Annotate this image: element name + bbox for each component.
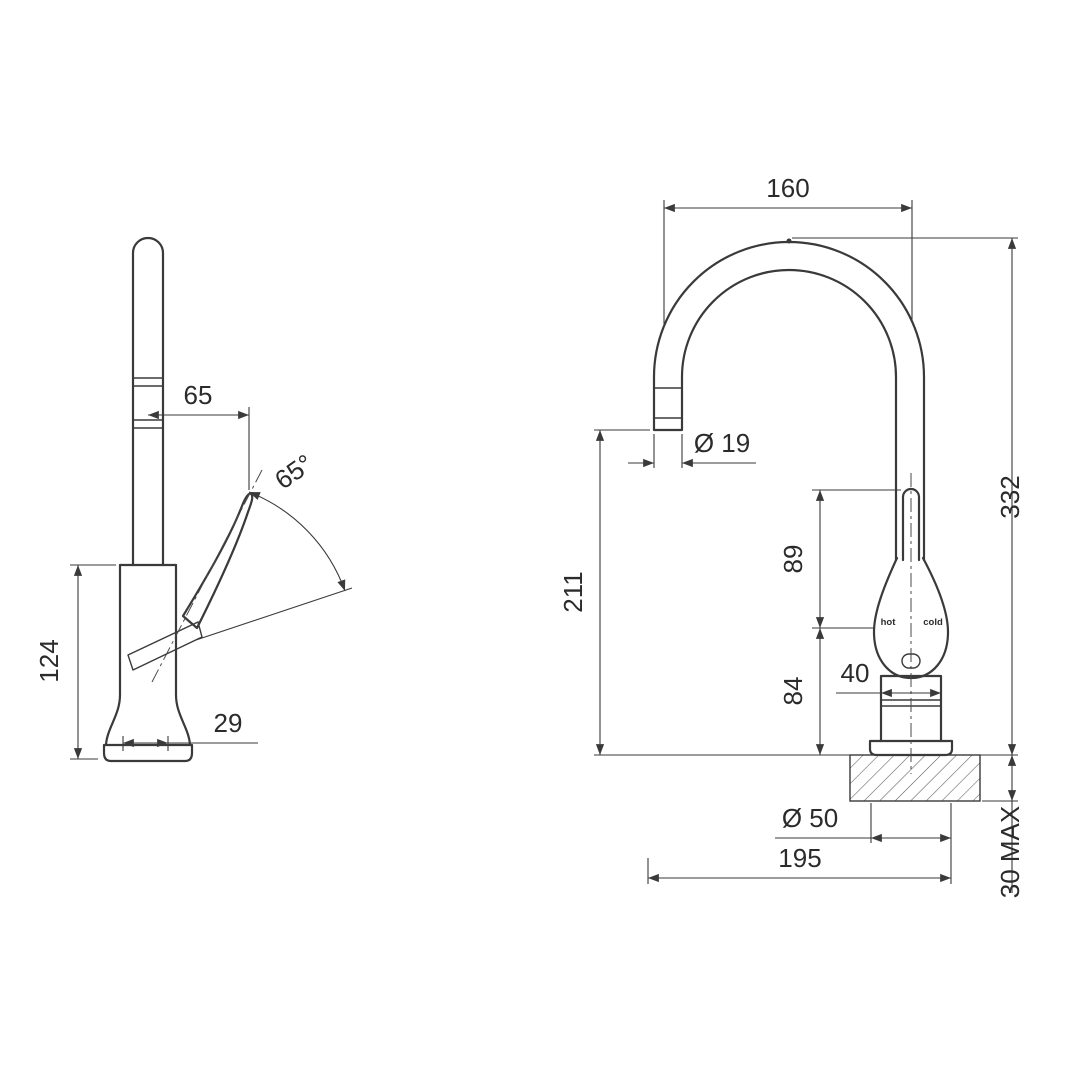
extension-lines [663,200,913,324]
dim-label-29: 29 [214,708,243,738]
dim-label-124: 124 [34,639,64,682]
extension-lines [870,803,952,884]
extension-lines [812,489,901,629]
dimension-body-diameter: 40 [836,658,941,698]
arc-apex-point [786,238,792,244]
spout-column-outline [131,236,165,567]
handle-angle-reference-line [195,587,353,641]
dim-label-211: 211 [558,571,588,612]
spout-riser-tube [894,375,926,562]
dimension-spout-reach: 160 [663,173,913,324]
spout-outlet-tube [652,375,684,432]
dimension-overall-depth: 195 [647,843,951,884]
dim-label-160: 160 [766,173,809,203]
dimension-base-offset: 29 [122,708,258,751]
spout-inner-arc [680,268,898,379]
extension-lines [792,237,1018,756]
dim-label-65: 65 [184,380,213,410]
extension-lines [653,434,683,468]
dimension-outlet-height: 211 [558,429,868,756]
handle-axis-centerline [151,469,263,683]
dimension-spout-to-handle: 65 [148,380,250,490]
dim-label-40: 40 [841,658,870,688]
side-view: 65 65° 124 29 [34,236,353,763]
spout-ring-lines [132,377,164,429]
dimension-bench-thickness: 30 MAX [982,755,1025,898]
dim-label-89: 89 [778,545,808,574]
dimension-handle-height: 89 [778,489,901,629]
bench-section-hatched [849,754,981,802]
dimension-body-height-front: 84 [778,628,825,755]
dim-label-84: 84 [778,677,808,706]
hot-label: hot [881,617,897,628]
spout-outer-arc [652,240,926,379]
dim-label-195: 195 [778,843,821,873]
handle-collar [127,621,203,671]
dim-label-30max: 30 MAX [995,806,1025,899]
handle-lever-side [181,492,254,630]
dim-label-d50: Ø 50 [782,803,838,833]
front-view: hot cold 160 Ø 19 211 [558,173,1025,898]
body-left-edge [104,563,122,747]
dimension-spout-diameter: Ø 19 [628,428,756,468]
dimension-handle-angle: 65° [248,448,346,592]
handle-pin-front [901,487,921,562]
dimension-body-height-side: 124 [34,564,116,760]
cold-label: cold [923,617,943,628]
body-right-edge [174,563,192,747]
angle-arc [248,491,346,592]
dimension-base-diameter: Ø 50 [775,803,952,884]
dim-label-332: 332 [995,475,1025,518]
dim-label-65deg: 65° [269,448,318,495]
dimension-overall-height: 332 [792,237,1025,756]
base-plate-side [102,743,194,763]
dim-label-d19: Ø 19 [694,428,750,458]
aerator-ring-lines [653,387,683,419]
